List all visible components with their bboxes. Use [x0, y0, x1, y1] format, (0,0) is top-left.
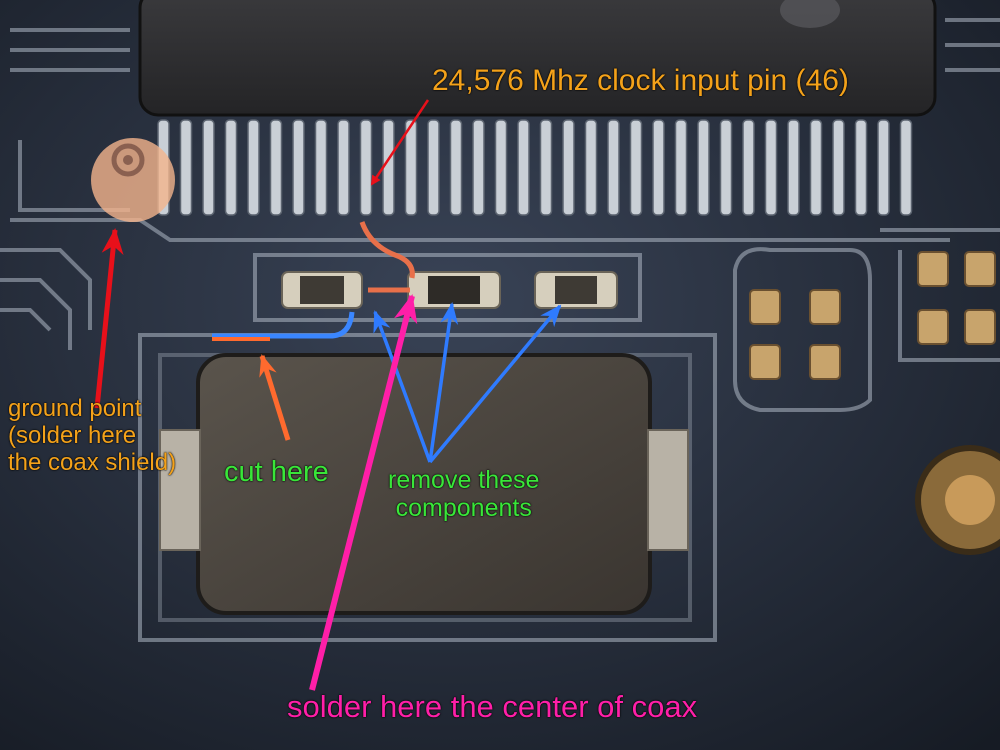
ic-pin	[697, 119, 710, 216]
ic-pin	[202, 119, 215, 216]
ground-point-arrow	[94, 228, 124, 409]
ic-pin	[494, 119, 508, 216]
ic-pin	[517, 119, 530, 216]
ic-pin	[539, 119, 553, 216]
remove-line-2: components	[395, 494, 532, 522]
clock-pin-arrow	[370, 99, 430, 186]
ic-pin	[809, 119, 823, 216]
ic-pin	[899, 119, 913, 216]
blue-wire	[212, 311, 355, 339]
clock-pin-label: 24,576 Mhz clock input pin (46)	[432, 64, 849, 97]
ic-pin	[719, 119, 733, 216]
ic-pin	[584, 119, 598, 216]
pcb-traces	[0, 18, 1000, 642]
ground-point-line-3: the coax shield)	[8, 448, 177, 476]
ic-pin	[269, 119, 283, 216]
cut-here-arrow	[259, 354, 291, 441]
ic-pin	[674, 119, 688, 216]
ic-pin	[359, 119, 373, 216]
ic-pin	[427, 119, 440, 216]
ic-pin	[449, 119, 463, 216]
ic-pin	[562, 119, 575, 216]
ic-pin	[877, 119, 890, 216]
ground-point-highlight	[91, 138, 175, 222]
ground-point-line-2: (solder here	[8, 421, 137, 449]
ic-pin	[832, 119, 845, 216]
smd-components	[281, 271, 618, 309]
orange-wire	[359, 221, 415, 279]
ic-pin	[472, 119, 485, 216]
solder-center-arrow	[309, 294, 418, 691]
right-pads	[749, 251, 996, 380]
ic-pin	[224, 119, 238, 216]
remove-line-1: remove these	[388, 466, 540, 494]
ic-pin	[742, 119, 755, 216]
ic-pin	[787, 119, 800, 216]
ic-pin	[179, 119, 193, 216]
solder-center-label: solder here the center of coax	[287, 689, 698, 724]
remove-arrow-right	[428, 304, 562, 464]
ic-pin	[292, 119, 305, 216]
remove-arrow-middle	[428, 302, 459, 463]
ic-pin	[247, 119, 260, 216]
ic-pin	[314, 119, 328, 216]
ic-pin	[337, 119, 350, 216]
ic-pin	[652, 119, 665, 216]
remove-components-label: remove these components	[388, 466, 539, 522]
ground-point-label: ground point (solder here the coax shiel…	[8, 395, 177, 477]
ic-chip	[138, 0, 937, 117]
cut-here-label: cut here	[224, 456, 329, 488]
ic-pin	[607, 119, 620, 216]
ic-pin	[854, 119, 868, 216]
ic-pin	[404, 119, 418, 216]
ic-pin	[382, 119, 395, 216]
ic-pin	[764, 119, 778, 216]
remove-arrow-left	[373, 310, 432, 463]
ic-pin	[629, 119, 643, 216]
ground-point-line-1: ground point	[8, 395, 142, 422]
